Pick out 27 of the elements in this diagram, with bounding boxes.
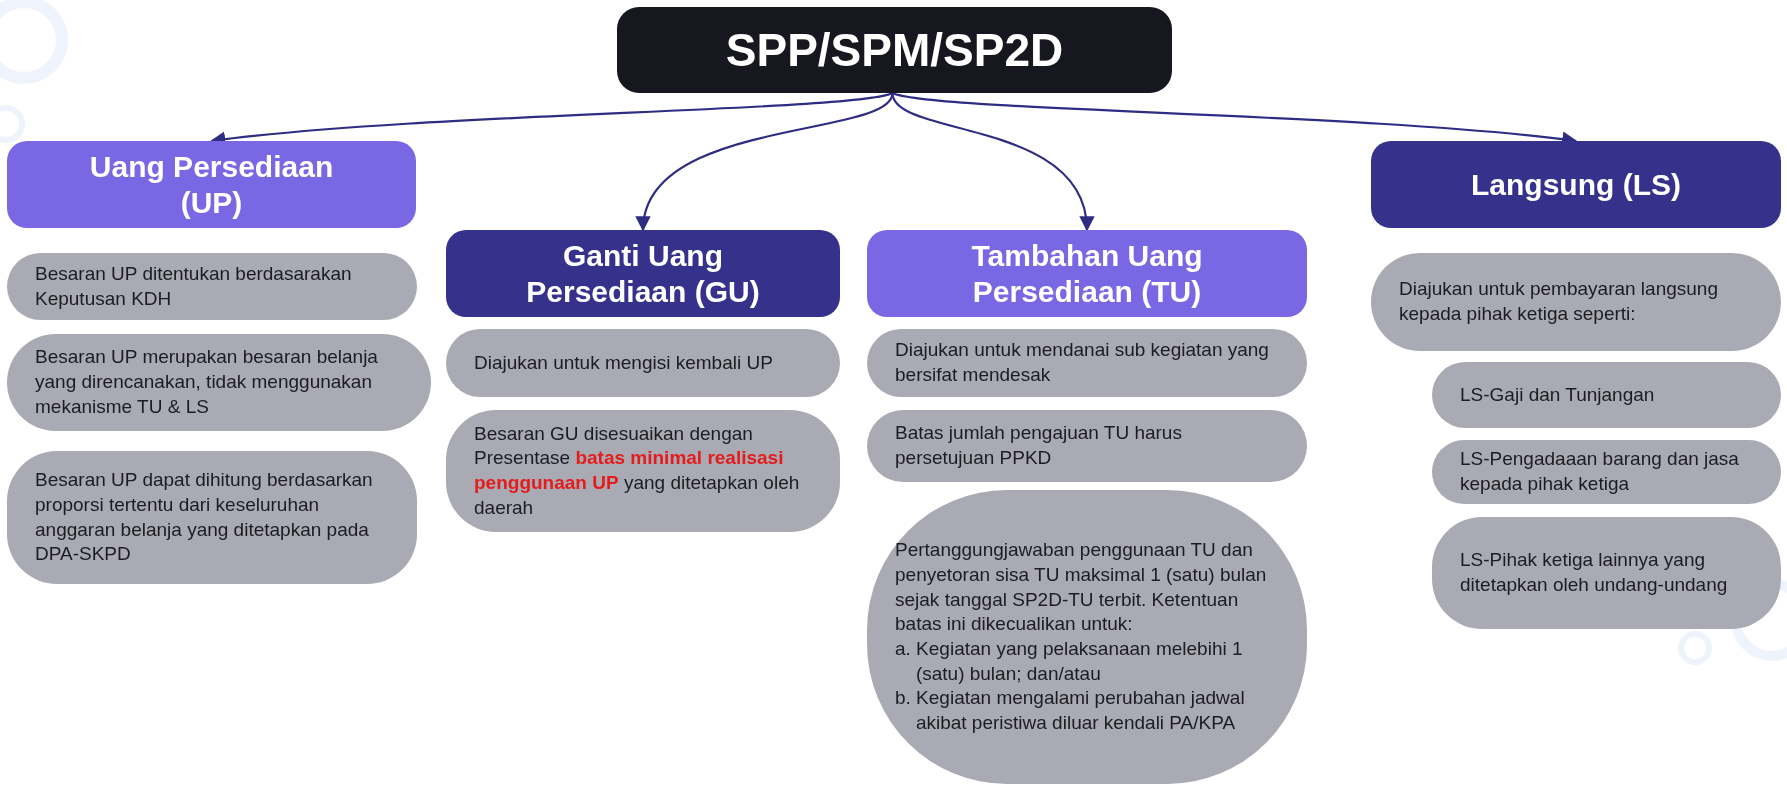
node-text: Tambahan Uang Persediaan (TU) (970, 237, 1204, 310)
info-pill (7, 451, 417, 584)
node-text: Besaran UP dapat dihitung berdasarkan proporsi tertentu dari keseluruhan anggaran belanja yang ditetapkan pada DPA-SKPD (35, 468, 374, 567)
node-text: LS-Gaji dan Tunjangan (1460, 382, 1656, 407)
node-text: LS-Pengadaaan barang dan jasa kepada pihak ketiga (1460, 447, 1740, 496)
node-text: Langsung (LS) (1471, 166, 1681, 203)
title-box (617, 7, 1172, 93)
node-text: Diajukan untuk mendanai sub kegiatan yang bersifat mendesak (895, 338, 1270, 387)
node-text: Besaran UP merupakan besaran belanja yang direncanakan, tidak menggunakan mekanisme TU & LS (35, 345, 379, 419)
category-box (1371, 141, 1781, 228)
category-box (867, 230, 1307, 317)
node-text: Pertanggungjawaban penggunaan TU dan penyetoran sisa TU maksimal 1 (satu) bulan sejak tanggal SP2D-TU terbit. Ketentuan batas ini dikecualikan untuk: (895, 538, 1268, 637)
node-text: Besaran UP ditentukan berdasarakan Keputusan KDH (35, 261, 353, 311)
node-text: LS-Pihak ketiga lainnya yang ditetapkan oleh undang-undang (1460, 548, 1729, 597)
node-text: Diajukan untuk mengisi kembali UP (474, 350, 774, 375)
category-box (446, 230, 840, 317)
node-text: Ganti Uang Persediaan (GU) (525, 237, 761, 310)
node-text: SPP/SPM/SP2D (725, 22, 1064, 78)
info-pill (446, 410, 840, 532)
category-box (7, 141, 416, 228)
arrow (638, 92, 894, 232)
node-text: Batas jumlah pengajuan TU harus persetujuan PPKD (895, 421, 1183, 470)
node-text: Uang Persediaan (UP) (88, 148, 335, 221)
node-text: b. Kegiatan mengalami perubahan jadwal akibat peristiwa diluar kendali PA/KPA (895, 686, 1246, 736)
arrow (891, 92, 1093, 232)
node-text: Diajukan untuk pembayaran langsung kepada pihak ketiga seperti: (1399, 277, 1719, 326)
node-text: Besaran GU disesuaikan dengan Presentase batas minimal realisasi penggunaan UP yang ditetapkan oleh daerah (474, 421, 801, 520)
